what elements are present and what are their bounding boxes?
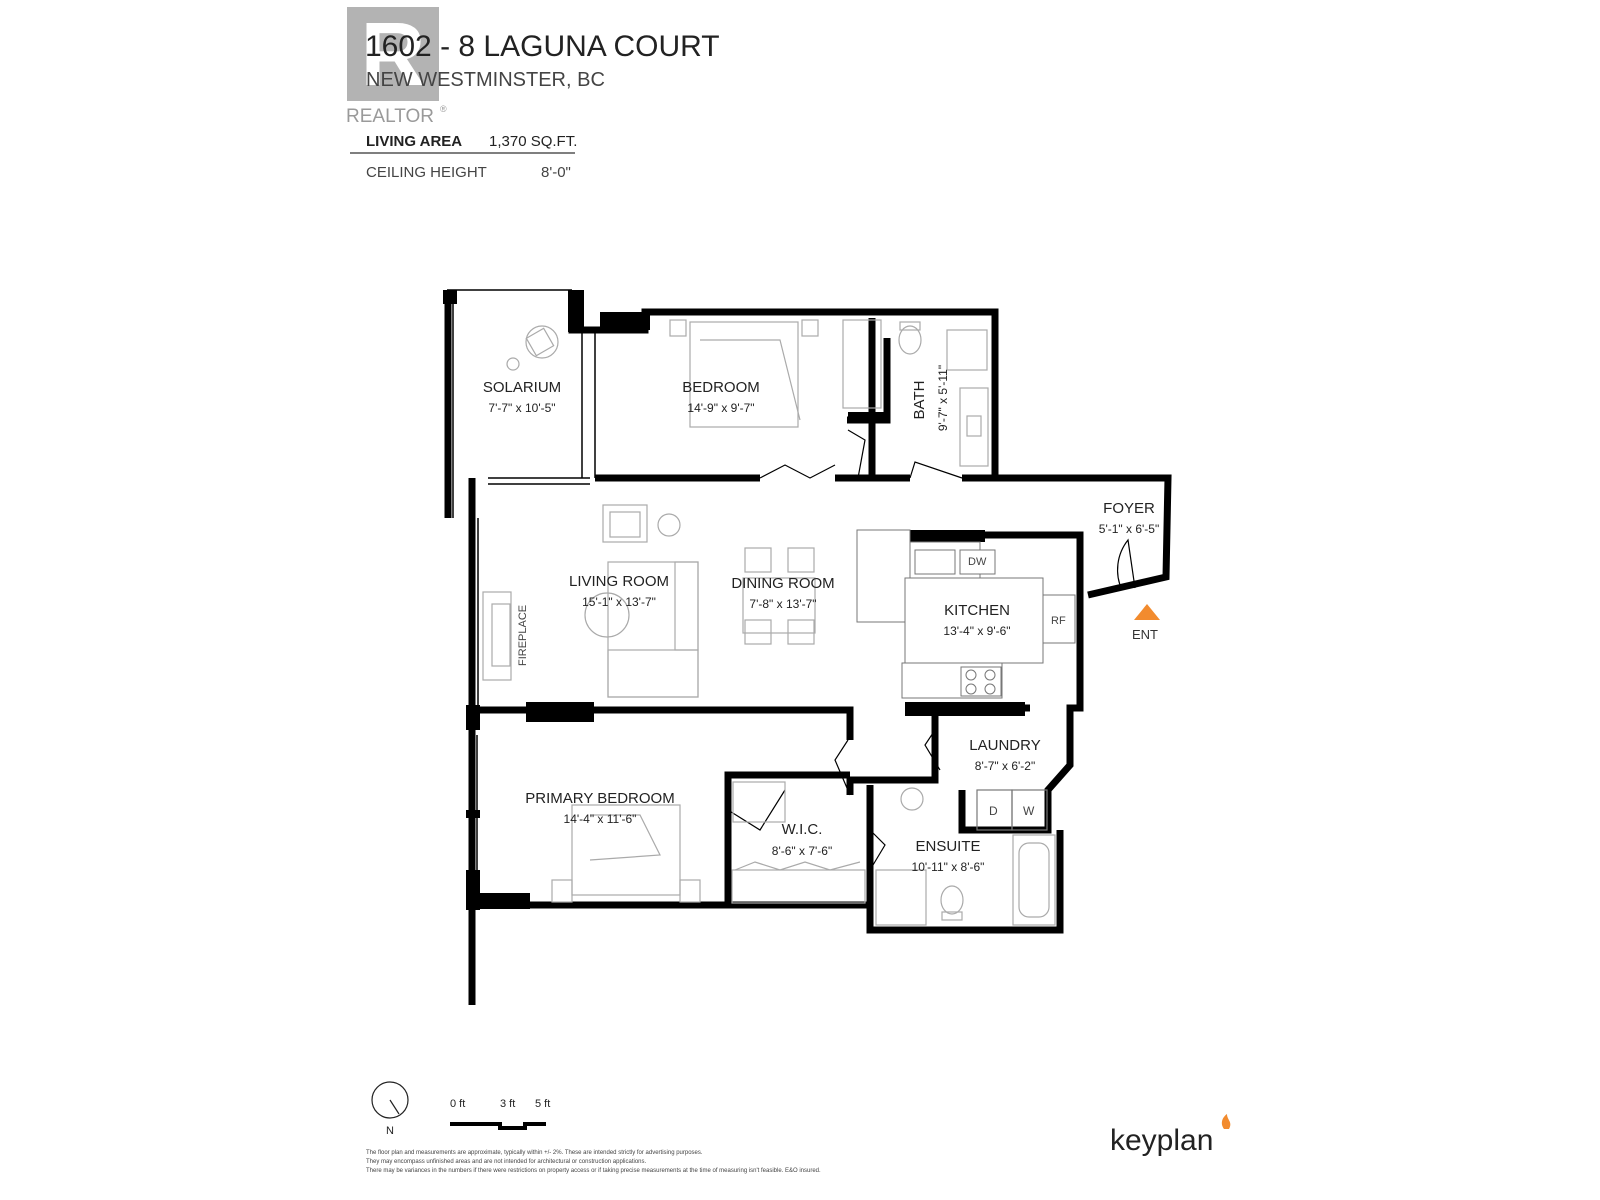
room-name-wic: W.I.C.	[782, 821, 823, 838]
living-area-value: 1,370 SQ.FT.	[489, 133, 577, 150]
entry-label: ENT	[1132, 627, 1158, 642]
disclaimer: The floor plan and measurements are appr…	[366, 1150, 821, 1174]
dishwasher-label: DW	[968, 556, 987, 568]
svg-text:®: ®	[440, 104, 447, 114]
room-dims-bedroom: 14'-9" x 9'-7"	[687, 401, 754, 415]
room-name-bedroom: BEDROOM	[682, 379, 760, 396]
sink-icon	[959, 387, 989, 467]
disclaimer-line: The floor plan and measurements are appr…	[366, 1150, 703, 1156]
room-name-solarium: SOLARIUM	[483, 379, 561, 396]
shower-icon	[946, 329, 988, 371]
walls	[444, 290, 1172, 1005]
north-arrow-icon	[371, 1081, 409, 1119]
room-name-bath: BATH	[911, 381, 928, 420]
room-name-kitchen: KITCHEN	[944, 602, 1010, 619]
coffee-table-icon	[584, 592, 630, 638]
fireplace-icon	[482, 591, 512, 681]
room-dims-bath: 9'-7" x 5'-11"	[936, 365, 950, 431]
living-area-label: LIVING AREA	[366, 133, 462, 150]
room-labels: SOLARIUM 7'-7" x 10'-5" BEDROOM 14'-9" x…	[483, 365, 1159, 874]
disclaimer-line: There may be variances in the numbers if…	[366, 1168, 821, 1174]
furniture	[482, 319, 1056, 926]
scale-0-label: 0 ft	[450, 1098, 465, 1110]
room-dims-foyer: 5'-1" x 6'-5"	[1099, 522, 1159, 536]
dryer-label: D	[989, 804, 998, 818]
room-dims-kitchen: 13'-4" x 9'-6"	[943, 624, 1010, 638]
shower-icon	[875, 869, 927, 926]
ceiling-height-value: 8'-0"	[541, 164, 571, 181]
sofa-icon	[607, 561, 699, 698]
room-name-living-room: LIVING ROOM	[569, 573, 669, 590]
room-name-ensuite: ENSUITE	[915, 838, 980, 855]
round-table-icon	[657, 513, 681, 537]
closet-icon	[842, 319, 882, 409]
fridge-label: RF	[1051, 615, 1066, 627]
room-dims-laundry: 8'-7" x 6'-2"	[975, 759, 1035, 773]
entry-arrow-icon	[1134, 604, 1160, 620]
room-dims-primary-bedroom: 14'-4" x 11'-6"	[564, 812, 637, 826]
bed-icon	[669, 319, 819, 428]
room-dims-living-room: 15'-1" x 13'-7"	[582, 595, 656, 609]
fixture-labels: FIREPLACE DW RF D W	[517, 556, 1066, 818]
scale-bar: 0 ft 3 ft 5 ft	[450, 1098, 550, 1130]
washer-label: W	[1023, 804, 1035, 818]
north-label: N	[386, 1125, 394, 1137]
scale-3-label: 3 ft	[500, 1098, 515, 1110]
svg-text:R: R	[361, 5, 426, 105]
keyplan-mark-icon	[1221, 1114, 1231, 1129]
kitchen-cabinets	[856, 529, 1076, 699]
ceiling-height-label: CEILING HEIGHT	[366, 164, 487, 181]
closet-shelves-icon	[731, 781, 866, 904]
fireplace-label: FIREPLACE	[517, 605, 529, 666]
room-dims-solarium: 7'-7" x 10'-5"	[488, 401, 555, 415]
room-name-foyer: FOYER	[1103, 500, 1155, 517]
room-name-dining-room: DINING ROOM	[731, 575, 834, 592]
scale-5-label: 5 ft	[535, 1098, 550, 1110]
bed-icon	[551, 804, 701, 903]
wall-blocks	[443, 290, 1025, 910]
watermark-text: REALTOR	[346, 106, 434, 127]
room-dims-wic: 8'-6" x 7'-6"	[772, 844, 832, 858]
realtor-watermark: R REALTOR ®	[346, 5, 447, 127]
bathtub-icon	[1012, 834, 1056, 926]
armchair-icon	[602, 504, 648, 543]
lounge-chair-icon	[525, 325, 559, 359]
toilet-icon	[940, 885, 964, 921]
side-table-icon	[506, 357, 520, 371]
room-name-laundry: LAUNDRY	[969, 737, 1040, 754]
page-subtitle: NEW WESTMINSTER, BC	[366, 69, 605, 91]
sink-icon	[900, 787, 924, 811]
room-name-primary-bedroom: PRIMARY BEDROOM	[525, 790, 674, 807]
doors	[727, 429, 1136, 871]
page-title: 1602 - 8 LAGUNA COURT	[365, 30, 720, 63]
toilet-icon	[898, 321, 922, 355]
room-dims-ensuite: 10'-11" x 8'-6"	[912, 860, 985, 874]
dining-table-icon	[742, 547, 816, 645]
stove-icon	[965, 669, 996, 695]
disclaimer-line: They may encompass unfinished areas and …	[366, 1159, 646, 1165]
washer-icon	[1011, 789, 1048, 831]
room-dims-dining-room: 7'-8" x 13'-7"	[749, 597, 816, 611]
keyplan-logo: keyplan	[1110, 1124, 1213, 1157]
